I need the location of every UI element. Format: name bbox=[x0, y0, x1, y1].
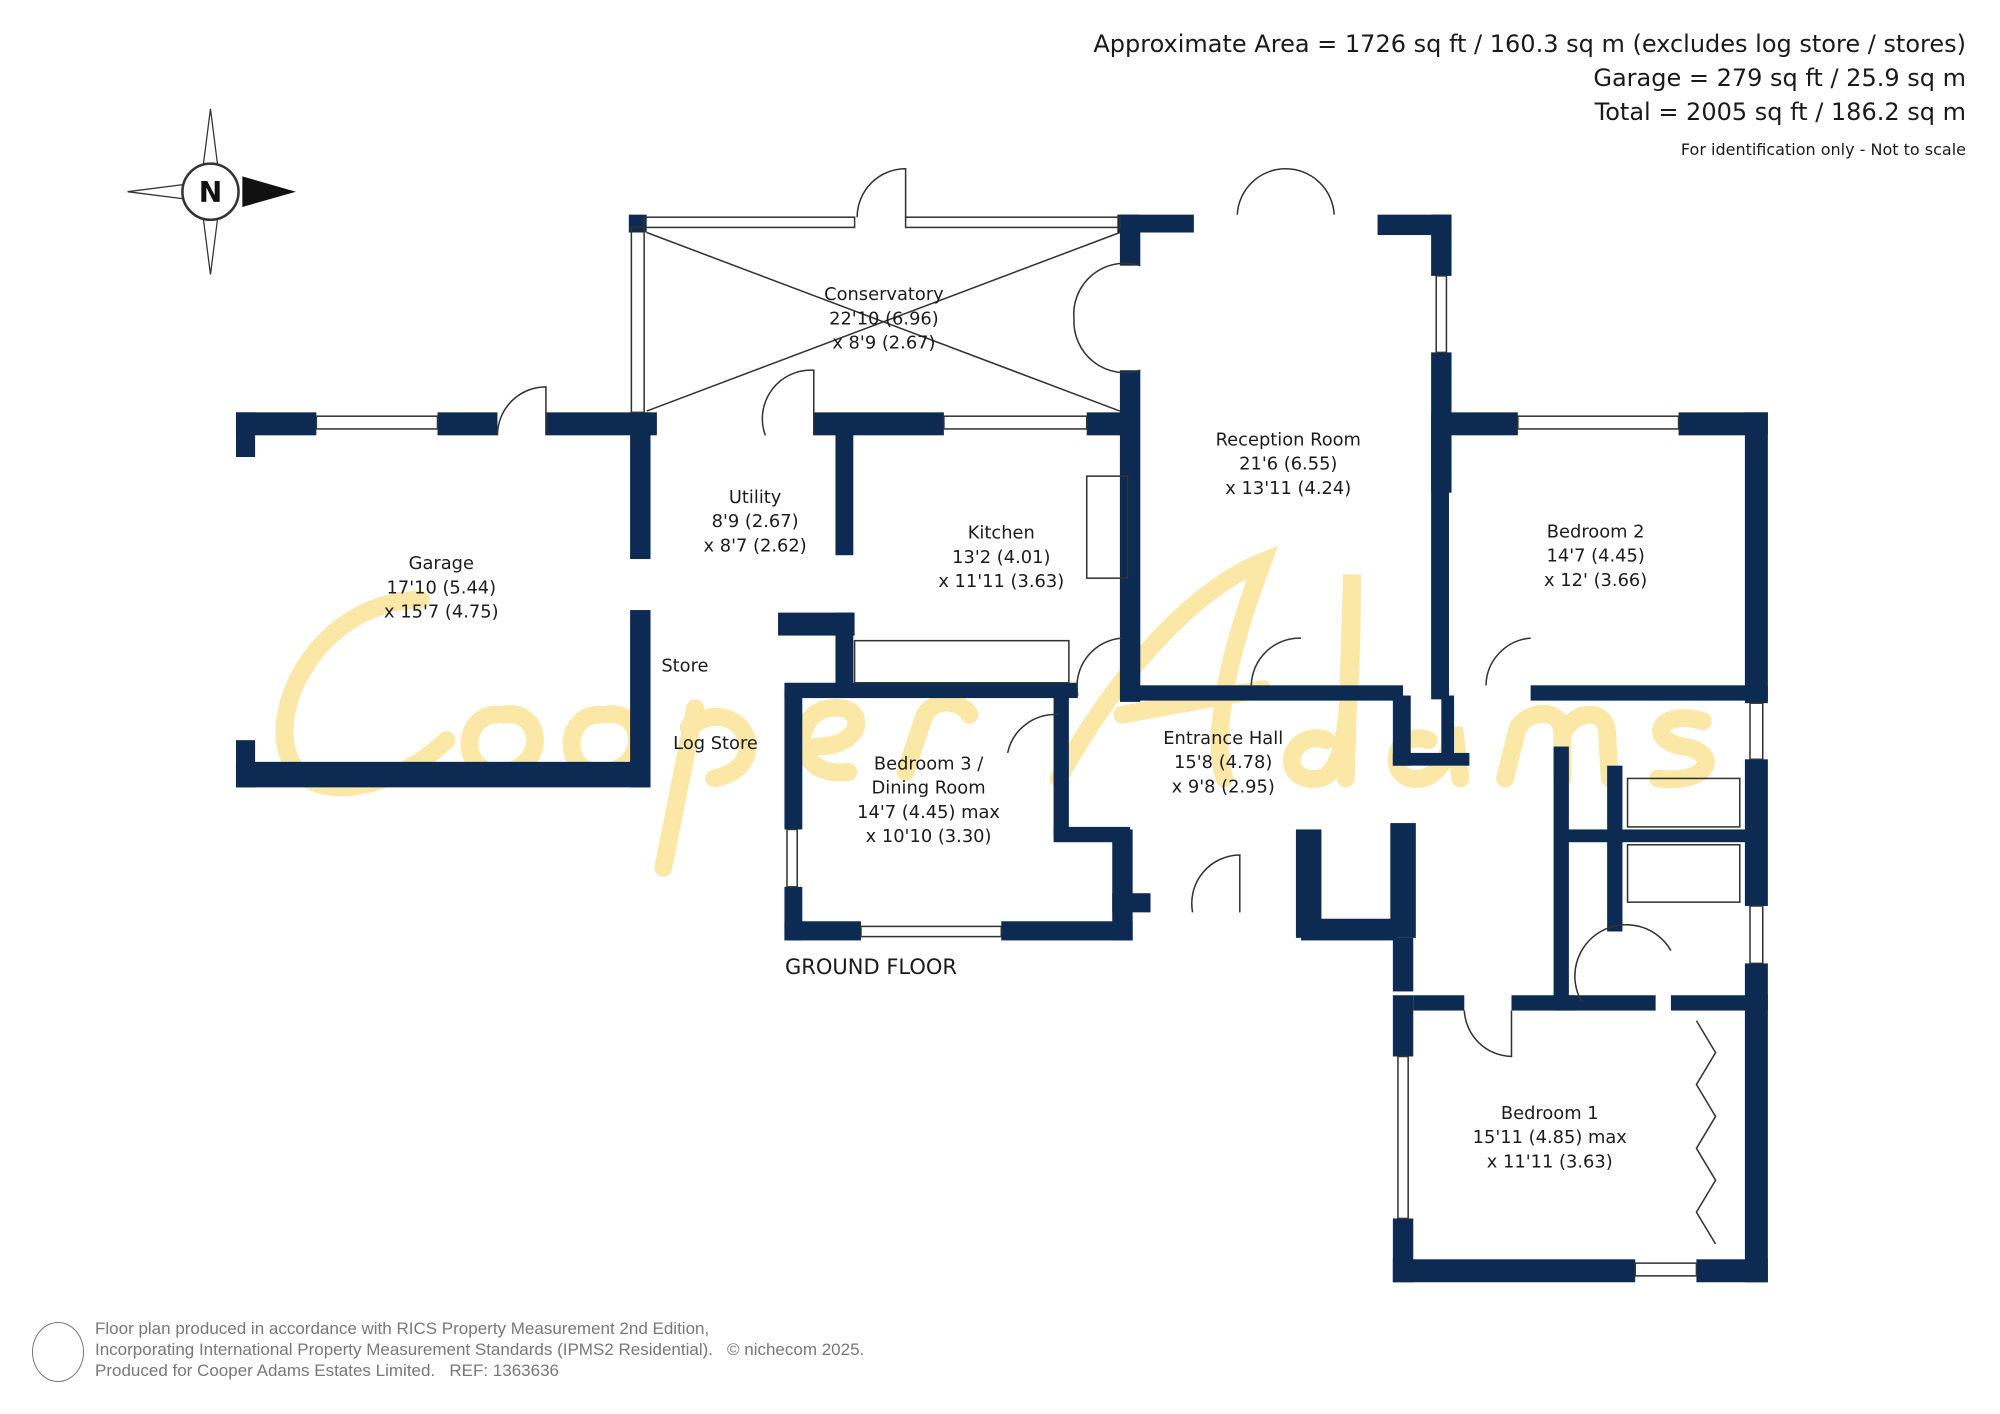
conservatory-length: 22'10 (6.96) bbox=[829, 308, 939, 329]
reception-width: x 13'11 (4.24) bbox=[1225, 478, 1351, 499]
bedroom1-width: x 11'11 (3.63) bbox=[1487, 1151, 1613, 1172]
reception-length: 21'6 (6.55) bbox=[1239, 454, 1337, 475]
footer-line-2: Incorporating International Property Mea… bbox=[95, 1340, 713, 1359]
disclaimer: For identification only - Not to scale bbox=[1680, 140, 1966, 159]
bedroom2-length: 14'7 (4.45) bbox=[1547, 546, 1645, 567]
person-icon bbox=[32, 1322, 84, 1382]
hall-name: Entrance Hall bbox=[1163, 728, 1283, 749]
bedroom3-name-2: Dining Room bbox=[872, 778, 986, 799]
windows-and-doors bbox=[315, 167, 1764, 1277]
reception-name: Reception Room bbox=[1216, 430, 1361, 451]
hall-width: x 9'8 (2.95) bbox=[1172, 776, 1275, 797]
footer: Floor plan produced in accordance with R… bbox=[95, 1318, 864, 1381]
floor-label: GROUND FLOOR bbox=[785, 955, 957, 979]
compass-north-label: N bbox=[199, 176, 222, 209]
utility-width: x 8'7 (2.62) bbox=[704, 535, 807, 556]
compass-icon: N bbox=[127, 108, 296, 275]
kitchen-name: Kitchen bbox=[968, 523, 1035, 544]
conservatory-width: x 8'9 (2.67) bbox=[832, 333, 935, 354]
kitchen-width: x 11'11 (3.63) bbox=[938, 571, 1064, 592]
log-store-name: Log Store bbox=[673, 733, 758, 754]
total-area: Total = 2005 sq ft / 186.2 sq m bbox=[1594, 98, 1966, 126]
conservatory-name: Conservatory bbox=[824, 284, 944, 305]
room-labels: Conservatory 22'10 (6.96) x 8'9 (2.67) R… bbox=[384, 284, 1647, 1172]
footer-line-3: Produced for Cooper Adams Estates Limite… bbox=[95, 1361, 559, 1380]
garage-name: Garage bbox=[409, 553, 474, 574]
copyright: © nichecom 2025. bbox=[726, 1340, 865, 1359]
bedroom1-name: Bedroom 1 bbox=[1501, 1103, 1599, 1124]
bedroom3-name: Bedroom 3 / bbox=[874, 754, 984, 775]
bedroom1-length: 15'11 (4.85) max bbox=[1473, 1127, 1627, 1148]
kitchen-length: 13'2 (4.01) bbox=[952, 547, 1050, 568]
garage-width: x 15'7 (4.75) bbox=[384, 602, 499, 623]
garage-length: 17'10 (5.44) bbox=[386, 577, 496, 598]
bedroom2-width: x 12' (3.66) bbox=[1544, 570, 1647, 591]
hall-length: 15'8 (4.78) bbox=[1174, 752, 1272, 773]
utility-length: 8'9 (2.67) bbox=[712, 511, 799, 532]
utility-name: Utility bbox=[729, 487, 782, 508]
footer-line-1: Floor plan produced in accordance with R… bbox=[95, 1319, 710, 1338]
approximate-area: Approximate Area = 1726 sq ft / 160.3 sq… bbox=[1093, 30, 1966, 58]
walls bbox=[235, 214, 1768, 1283]
bedroom3-width: x 10'10 (3.30) bbox=[866, 826, 992, 847]
garage-area: Garage = 279 sq ft / 25.9 sq m bbox=[1593, 64, 1966, 92]
store-name: Store bbox=[661, 655, 708, 676]
bedroom3-length: 14'7 (4.45) max bbox=[857, 802, 1000, 823]
bedroom2-name: Bedroom 2 bbox=[1547, 521, 1645, 542]
